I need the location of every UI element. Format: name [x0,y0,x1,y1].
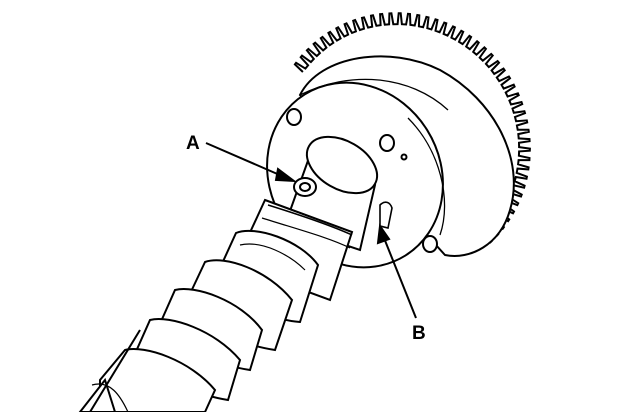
oil-hole [293,177,317,197]
arrowhead-a [274,167,298,183]
bolt-hole [286,108,302,126]
bolt-hole [379,134,395,152]
callout-a-label: A [186,133,200,154]
arrowhead-b [376,223,391,245]
bolt-hole [422,235,438,253]
callout-b-label: B [412,323,426,344]
small-hole [400,153,408,161]
leader-line-a [205,142,283,177]
leader-lines [205,142,417,319]
dowel-pin [379,201,393,229]
bolt-holes [286,108,438,253]
camshaft [78,135,379,412]
leader-line-b [383,237,417,319]
